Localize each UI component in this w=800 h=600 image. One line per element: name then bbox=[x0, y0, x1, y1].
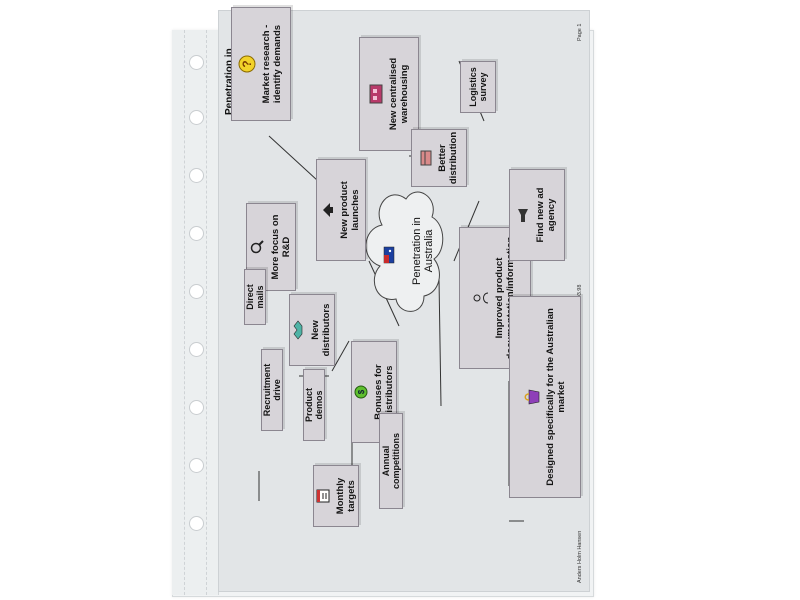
punch-hole bbox=[189, 516, 204, 531]
warehouse-icon bbox=[367, 83, 387, 105]
node-product-demos: Product demos bbox=[303, 369, 325, 441]
mindmap-sheet: Penetration in Australia Page 1 Anders H… bbox=[218, 7, 590, 592]
node-more-focus-rd: More focus on R&D bbox=[246, 203, 296, 291]
svg-text:?: ? bbox=[240, 60, 254, 67]
box-icon bbox=[418, 149, 436, 167]
launch-icon bbox=[320, 201, 338, 219]
node-improved-documentation: Improved product documentation/informati… bbox=[459, 227, 531, 369]
punch-hole bbox=[189, 55, 204, 70]
node-designed-specifically: Designed specifically for the Australian… bbox=[509, 296, 581, 498]
question-mark-icon: ? bbox=[238, 55, 260, 73]
node-find-new-ad-agency: Find new ad agency bbox=[509, 169, 565, 261]
center-cloud bbox=[365, 191, 444, 312]
handshake-icon bbox=[291, 320, 309, 340]
node-logistics-survey: Logistics survey bbox=[460, 61, 496, 113]
node-new-product-launches: New product launches bbox=[316, 159, 366, 261]
megaphone-icon bbox=[516, 206, 534, 224]
node-better-distribution: Better distribution bbox=[411, 129, 467, 187]
punch-hole bbox=[189, 458, 204, 473]
punch-hole bbox=[189, 400, 204, 415]
node-monthly-targets: Monthly targets bbox=[313, 465, 359, 527]
node-new-distributors: New distributors bbox=[289, 294, 335, 366]
punch-hole bbox=[189, 226, 204, 241]
node-direct-mails: Direct mails bbox=[244, 269, 266, 325]
money-bag-icon: $ bbox=[352, 384, 372, 400]
punch-hole bbox=[189, 284, 204, 299]
node-bonuses-distributors: $ Bonuses for distributors bbox=[351, 341, 397, 443]
svg-text:$: $ bbox=[357, 389, 366, 394]
person-icon bbox=[473, 292, 493, 304]
rotated-content: Penetration in Australia Page 1 Anders H… bbox=[219, 7, 589, 591]
node-recruitment-drive: Recruitment drive bbox=[261, 349, 283, 431]
footer-author: Anders Holm Hansen bbox=[577, 530, 583, 583]
punch-hole bbox=[189, 342, 204, 357]
calendar-icon bbox=[314, 489, 334, 503]
perforation-line bbox=[184, 30, 185, 595]
perforation-line bbox=[206, 30, 207, 595]
node-market-research: ? Market research - identify demands bbox=[231, 7, 291, 121]
australia-flag-icon bbox=[383, 246, 395, 264]
node-new-centralised-warehousing: New centralised warehousing bbox=[359, 37, 419, 151]
punch-hole bbox=[189, 110, 204, 125]
node-annual-competitions: Annual competitions bbox=[379, 413, 403, 509]
page-number: Page 1 bbox=[577, 23, 583, 41]
center-label: Penetration in Australia bbox=[411, 217, 435, 285]
punch-hole bbox=[189, 168, 204, 183]
magnifier-icon bbox=[249, 239, 269, 255]
shopping-bag-icon bbox=[522, 387, 544, 407]
